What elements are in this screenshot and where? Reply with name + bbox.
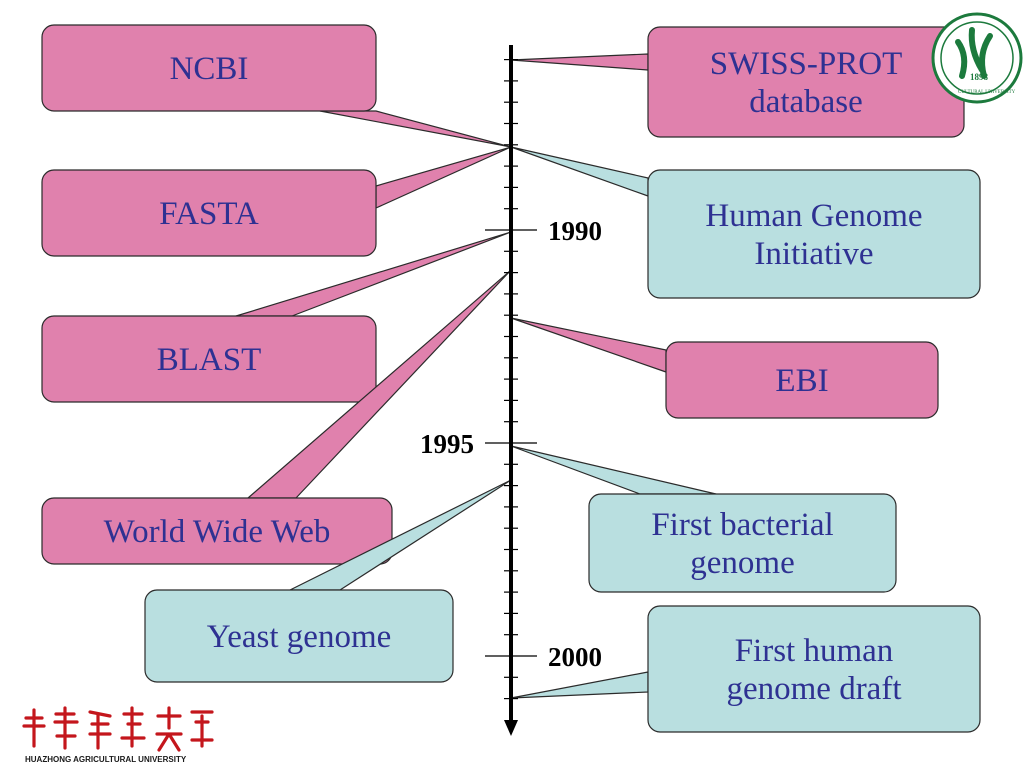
callout-label: BLAST [157,342,262,378]
callout-label: SWISS-PROT [710,46,903,82]
callout-blast: BLAST [41,231,512,403]
callout-label: First human [735,633,894,669]
year-label-1995: 1995 [420,429,474,459]
callout-ebi: EBI [510,317,939,419]
callout-box [41,315,377,403]
callout-pointer [510,671,649,699]
callout-box [647,169,981,299]
callout-box [144,589,454,683]
year-labels: 1990 1995 2000 [420,216,602,672]
timeline-axis: 1990 1995 2000 [420,45,602,736]
university-seal-logo: 1898 CULTURAL UNIVERSITY [931,12,1023,104]
timeline-ticks [485,58,537,700]
callout-box [647,605,981,733]
callout-label: database [749,84,863,120]
seal-emblem-icon [955,27,993,79]
callout-label: genome [690,545,794,581]
callout-pointer [510,445,717,495]
callout-label: FASTA [159,196,259,232]
callout-box [41,497,393,565]
seal-year: 1898 [970,72,989,82]
callout-label: First bacterial [651,507,833,543]
callout-www: World Wide Web [41,269,512,565]
callout-box [41,24,377,112]
callout-fasta: FASTA [41,146,512,257]
callout-label: genome draft [726,671,901,707]
university-calligraphy-logo: HUAZHONG AGRICULTURAL UNIVERSITY [22,706,214,764]
callout-pointer [510,146,649,197]
callout-pointer [510,53,649,71]
callout-pointer [375,146,512,209]
callout-ncbi: NCBI [41,24,512,148]
calligraphy-glyphs-icon [22,706,214,752]
callout-box [41,169,377,257]
callout-label: World Wide Web [104,514,331,550]
callout-label: Initiative [754,236,873,272]
callout-box [588,493,897,593]
year-label-2000: 2000 [548,642,602,672]
callout-label: Human Genome [705,198,922,234]
callout-box [665,341,939,419]
callout-yeast: Yeast genome [144,479,512,683]
timeline-arrowhead [504,720,518,736]
callout-pointer [319,110,512,148]
callout-label: EBI [775,363,828,399]
seal-text: CULTURAL UNIVERSITY [958,90,1016,95]
year-label-1990: 1990 [548,216,602,246]
callout-pointer [510,317,667,373]
callout-box [647,26,965,138]
university-name: HUAZHONG AGRICULTURAL UNIVERSITY [25,755,187,764]
callout-label: Yeast genome [207,619,392,655]
callout-label: NCBI [170,51,249,87]
